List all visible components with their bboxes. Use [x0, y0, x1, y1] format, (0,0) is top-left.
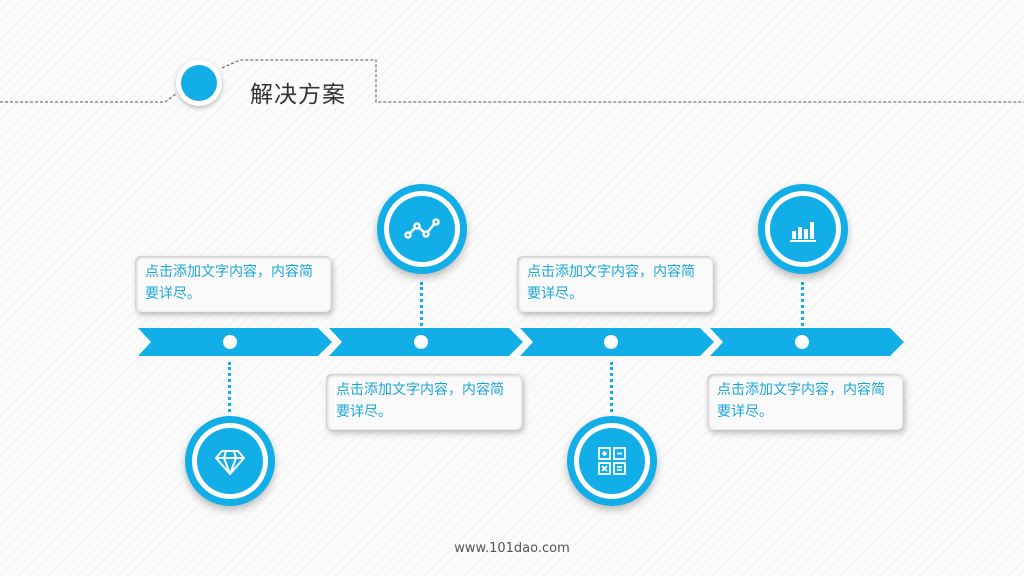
step-3-icon-badge	[567, 416, 657, 506]
step-1-icon-badge	[185, 416, 275, 506]
title-bullet-icon	[176, 60, 222, 106]
timeline-node-3	[604, 335, 618, 349]
connector-line-3	[610, 362, 613, 412]
step-4-icon-badge	[758, 184, 848, 274]
connector-line-2	[420, 282, 423, 326]
footer-url: www.101dao.com	[454, 541, 570, 556]
bar-chart-icon	[790, 222, 816, 242]
timeline-node-4	[795, 335, 809, 349]
title-divider-line	[0, 59, 1024, 103]
step-3-text: 点击添加文字内容，内容简要详尽。	[517, 256, 713, 312]
line-chart-icon	[404, 218, 440, 239]
step-2-text: 点击添加文字内容，内容简要详尽。	[326, 374, 522, 430]
timeline-node-1	[223, 335, 237, 349]
connector-line-4	[801, 282, 804, 326]
calculator-icon	[598, 447, 626, 475]
connector-line-1	[228, 362, 231, 412]
step-1-text: 点击添加文字内容，内容简要详尽。	[135, 256, 331, 312]
timeline-node-2	[414, 335, 428, 349]
diamond-icon	[215, 450, 245, 475]
page-title: 解决方案	[250, 82, 346, 108]
step-4-text: 点击添加文字内容，内容简要详尽。	[707, 374, 903, 430]
step-2-icon-badge	[377, 184, 467, 274]
